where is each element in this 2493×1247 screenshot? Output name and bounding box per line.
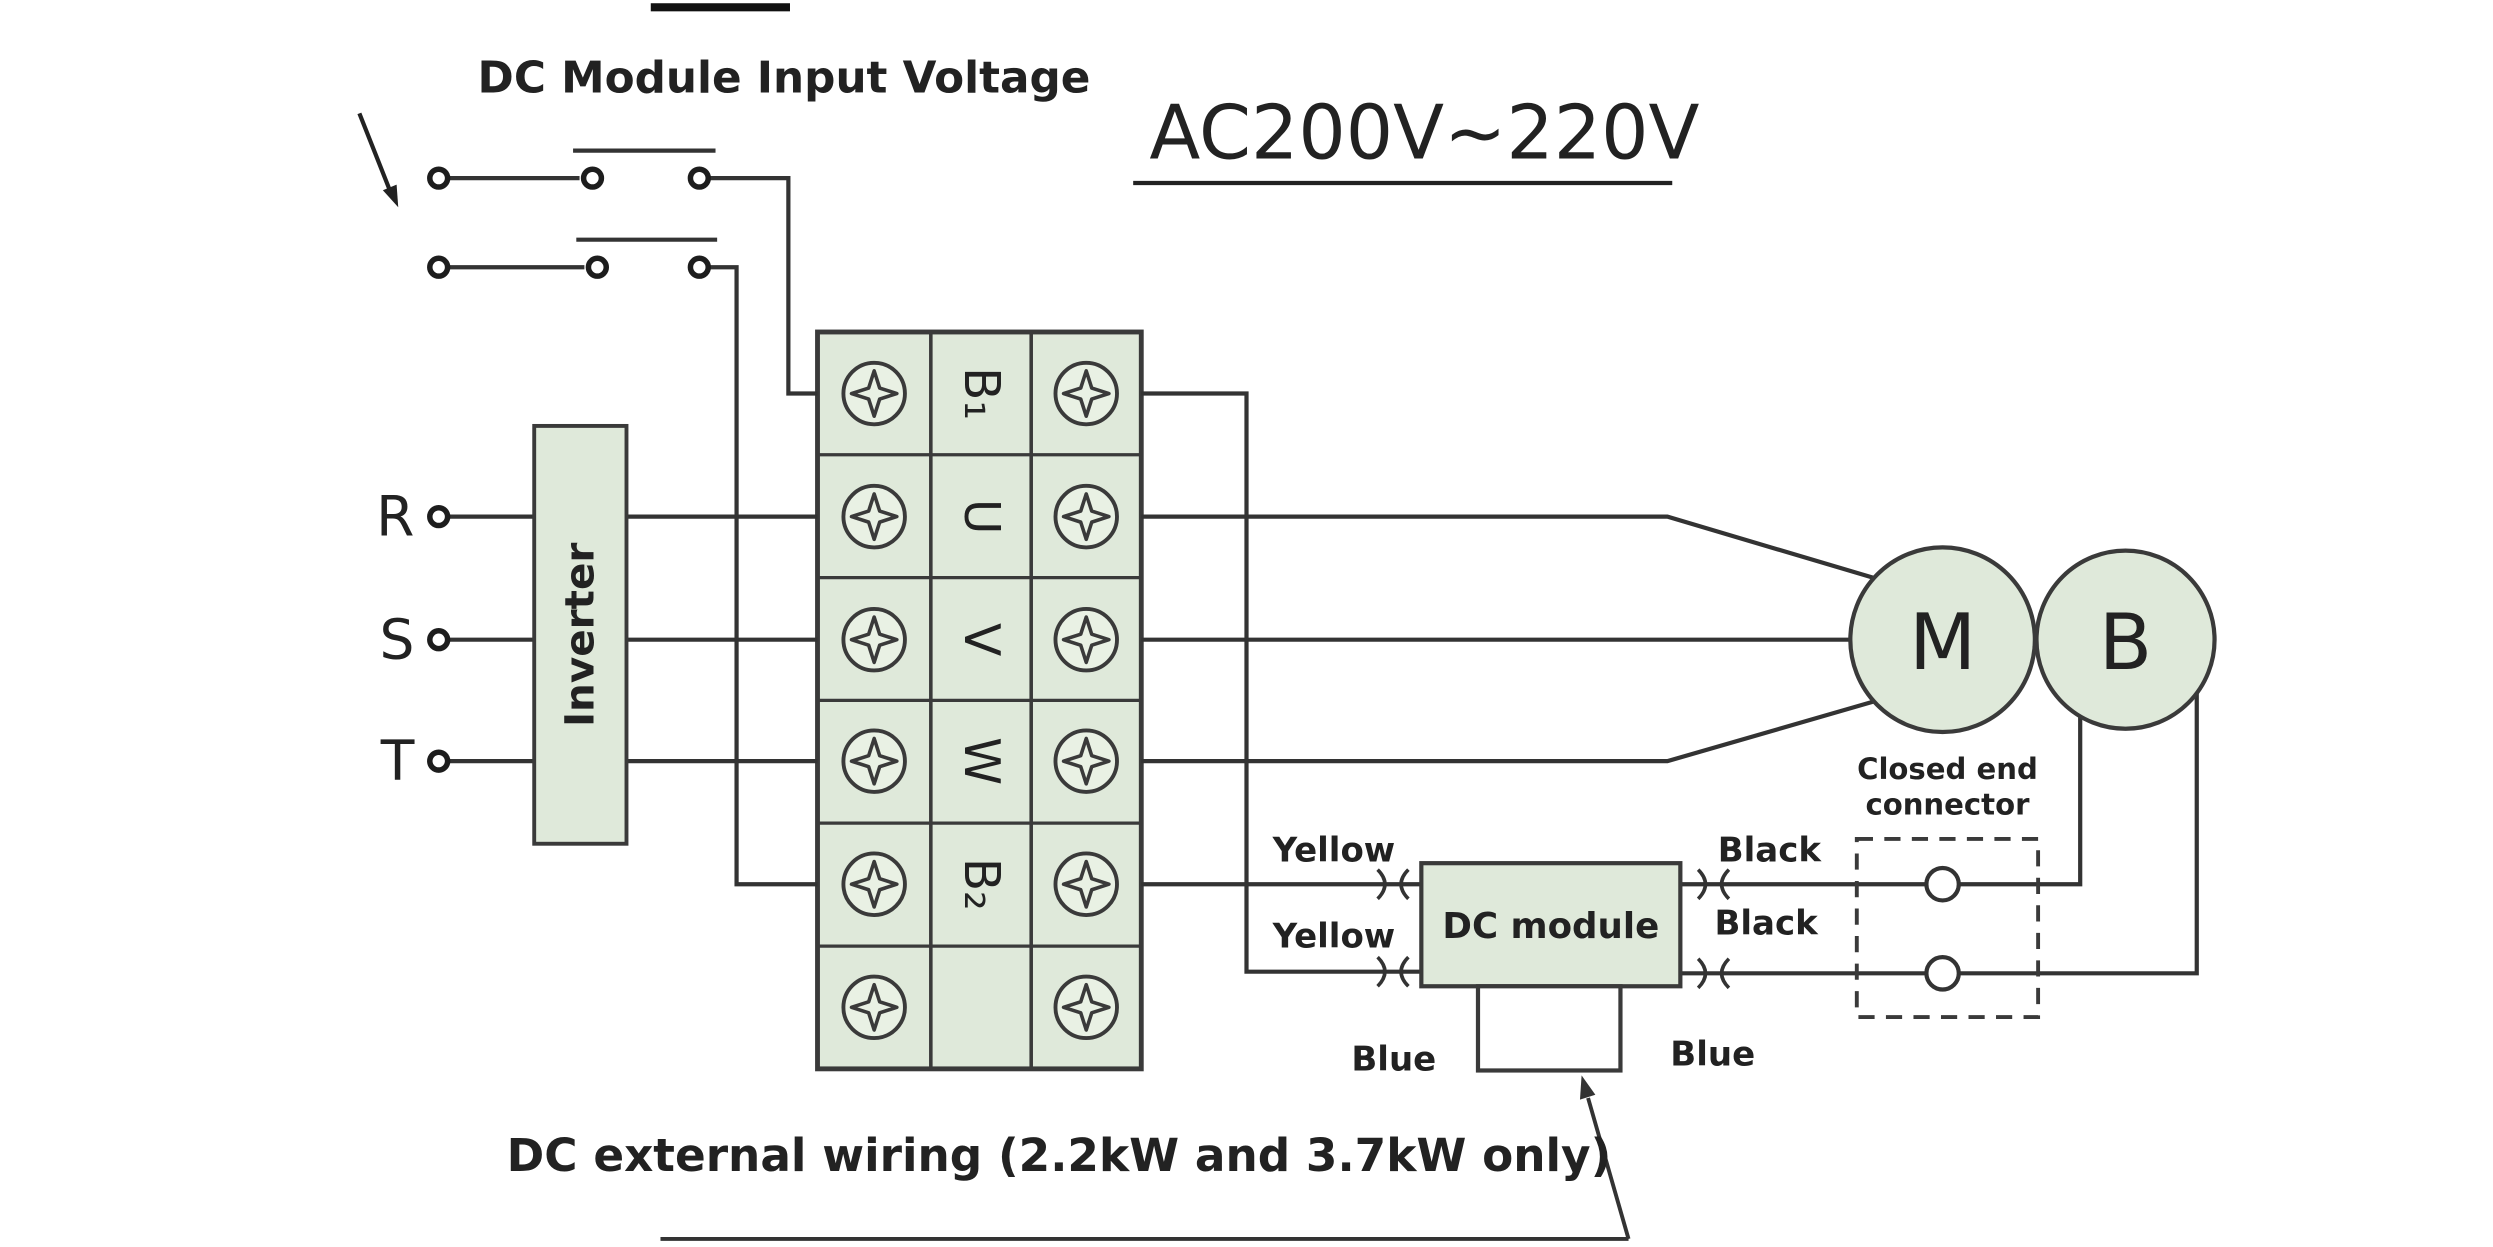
phase-t-dot bbox=[427, 749, 451, 773]
terminal-label-b1: B₁ bbox=[953, 367, 1009, 420]
crimp-connector-mark bbox=[1696, 868, 1708, 901]
terminal-label-u: U bbox=[953, 499, 1009, 535]
screw-terminal bbox=[1053, 360, 1119, 427]
crimp-connector-mark bbox=[1696, 957, 1708, 990]
contact-dot bbox=[427, 166, 451, 190]
crimp-connector-mark bbox=[1719, 957, 1731, 990]
screw-terminal bbox=[841, 360, 907, 427]
diagram-caption: DC external wiring (2.2kW and 3.7kW only… bbox=[507, 1129, 1612, 1182]
connector-ring-top bbox=[1924, 865, 1961, 903]
input-arrow-head bbox=[382, 184, 399, 208]
screw-terminal bbox=[841, 606, 907, 673]
inverter-box: Inverter bbox=[532, 423, 629, 846]
phase-r-label: R bbox=[376, 485, 414, 549]
crimp-connector-mark bbox=[1399, 955, 1410, 988]
wire-b1-to-dc-module bbox=[1141, 391, 1422, 974]
wire-w-to-motor bbox=[1141, 699, 1876, 764]
contact-dot bbox=[427, 255, 451, 279]
screw-terminal bbox=[841, 974, 907, 1041]
screw-terminal bbox=[1053, 483, 1119, 550]
terminal-label-b2: B₂ bbox=[953, 858, 1009, 911]
screw-terminal bbox=[841, 851, 907, 917]
wire-label-yellow-top: Yellow bbox=[1272, 831, 1396, 871]
connector-ring-bottom bbox=[1924, 955, 1961, 992]
screw-terminal bbox=[841, 483, 907, 550]
dc-module-label: DC module bbox=[1442, 906, 1659, 947]
terminal-block-row-dividers bbox=[817, 453, 1142, 948]
wire-label-blue-left: Blue bbox=[1351, 1039, 1436, 1079]
screw-terminal bbox=[1053, 606, 1119, 673]
phase-r-dot bbox=[427, 504, 451, 529]
caption-arrow-line bbox=[1586, 1097, 1631, 1240]
terminal-label-w: W bbox=[953, 737, 1009, 785]
contact-dot bbox=[585, 255, 610, 279]
wire-label-black-top: Black bbox=[1718, 831, 1823, 871]
contact-dot bbox=[687, 166, 711, 190]
screw-terminal bbox=[1053, 728, 1119, 794]
terminal-block: B₁ U V W B₂ bbox=[815, 329, 1144, 1072]
phase-s-label: S bbox=[379, 608, 414, 672]
closed-end-connector bbox=[1854, 836, 2041, 1019]
contact-dots bbox=[427, 166, 711, 773]
annotation-lines bbox=[357, 112, 1673, 1241]
wire-label-yellow-bottom: Yellow bbox=[1272, 916, 1396, 956]
caption-arrow-head bbox=[1579, 1075, 1596, 1100]
inverter-body bbox=[532, 423, 629, 846]
wire-switch-row2 bbox=[448, 265, 818, 887]
input-arrow-line bbox=[357, 112, 393, 192]
wire-u-to-motor bbox=[1141, 514, 1876, 581]
voltage-label: AC200V~220V bbox=[1149, 90, 1699, 177]
dc-module: DC module bbox=[1419, 861, 1683, 1073]
crimp-connector-mark bbox=[1399, 868, 1410, 901]
contact-dot bbox=[687, 255, 711, 279]
crimp-connector-mark bbox=[1719, 868, 1731, 901]
motor-brake-group: M B bbox=[1848, 545, 2217, 735]
terminal-label-v: V bbox=[953, 623, 1009, 656]
wire-label-black-bottom: Black bbox=[1715, 903, 1820, 943]
phase-s-dot bbox=[427, 628, 451, 652]
top-edge-mark bbox=[650, 3, 790, 12]
dc-module-bottom-connector bbox=[1475, 984, 1623, 1073]
crimp-connector-marks bbox=[1376, 868, 1731, 990]
diagram-title: DC Module Input Voltage bbox=[478, 52, 1091, 103]
terminal-labels: B₁ U V W B₂ bbox=[953, 367, 1009, 911]
closed-end-connector-label-line1: Closed end bbox=[1857, 752, 2038, 786]
closed-end-connector-box bbox=[1854, 836, 2041, 1019]
wires bbox=[448, 148, 2199, 990]
screw-terminal bbox=[1053, 974, 1119, 1041]
contact-dot bbox=[580, 166, 605, 190]
screw-terminal bbox=[841, 728, 907, 794]
wire-label-blue-right: Blue bbox=[1670, 1035, 1755, 1075]
dc-module-body bbox=[1419, 861, 1683, 989]
crimp-connector-mark bbox=[1376, 868, 1387, 901]
motor-label: M bbox=[1909, 598, 1976, 688]
closed-end-connector-label-line2: connector bbox=[1865, 788, 2030, 822]
screw-terminal bbox=[1053, 851, 1119, 917]
text-labels: DC Module Input Voltage AC200V~220V R S … bbox=[376, 52, 2038, 1182]
wire-switch-row1 bbox=[448, 176, 818, 396]
crimp-connector-mark bbox=[1376, 955, 1387, 988]
brake-label: B bbox=[2099, 598, 2152, 688]
phase-t-label: T bbox=[380, 729, 415, 793]
brake-circle bbox=[2034, 548, 2217, 731]
inverter-label: Inverter bbox=[556, 543, 604, 727]
